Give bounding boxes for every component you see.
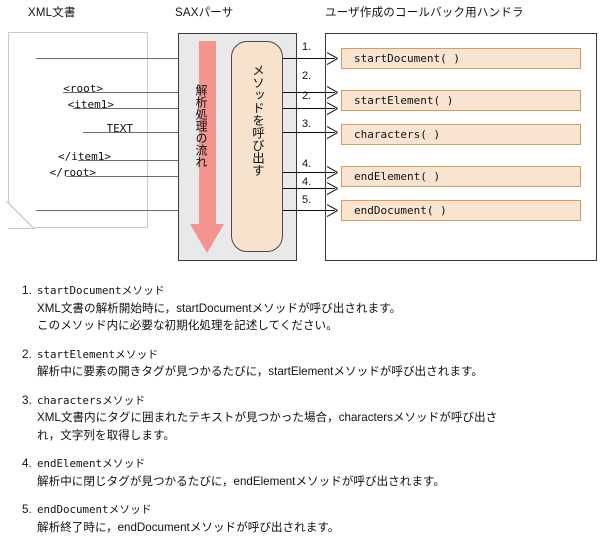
call-number-4b: 4.: [302, 176, 312, 188]
xml-document-fold-corner: [8, 202, 35, 229]
call-arrow-head-4a: [327, 166, 338, 178]
call-number-4a: 4.: [302, 158, 312, 170]
note-item-1: 1. startDocumentメソッド XML文書の解析開始時に，startD…: [22, 282, 597, 335]
call-arrow-line-5: [283, 210, 335, 212]
method-label-characters: characters( ): [354, 128, 441, 141]
call-arrow-line-2a: [283, 92, 335, 94]
call-arrow-line-4b: [283, 188, 335, 190]
call-number-3: 3.: [302, 118, 312, 130]
call-arrow-line-2b: [283, 108, 335, 110]
heading-callback-handler: ユーザ作成のコールバック用ハンドラ: [325, 7, 524, 19]
note-number-1: 1.: [22, 284, 32, 297]
xml-line-item1-close: </item1>: [58, 150, 111, 163]
call-arrow-head-5: [327, 204, 338, 216]
call-arrow-head-2b: [327, 102, 338, 114]
call-arrow-line-3: [283, 132, 335, 134]
note-body-5: 解析終了時に，endDocumentメソッドが呼び出されます。: [37, 520, 340, 534]
method-label-start-document: startDocument( ): [354, 52, 460, 65]
xml-document-paper: [8, 32, 148, 228]
method-box-start-document[interactable]: [341, 48, 581, 69]
xml-line-item1-open: <item1>: [67, 98, 114, 111]
note-body-4: 解析中に閉じタグが見つかるたびに，endElementメソッドが呼び出されます。: [37, 474, 445, 488]
note-title-2: startElementメソッド: [37, 347, 159, 361]
parsing-flow-arrow-icon: [190, 41, 224, 253]
note-item-3: 3. charactersメソッド XML文書内にタグに囲まれたテキストが見つか…: [22, 392, 597, 445]
call-arrow-line-4a: [283, 172, 335, 174]
method-box-end-element[interactable]: [341, 166, 581, 187]
rule-item1-open: [73, 108, 231, 109]
method-label-end-element: endElement( ): [354, 170, 441, 183]
callback-handler-panel: [325, 33, 597, 261]
call-arrow-head-3: [327, 126, 338, 138]
arrow-shaft: [199, 41, 216, 225]
method-box-end-document[interactable]: [341, 200, 581, 221]
note-title-3: charactersメソッド: [37, 393, 146, 407]
arrow-head: [190, 224, 224, 253]
note-title-5: endDocumentメソッド: [37, 503, 152, 516]
method-label-start-element: startElement( ): [354, 94, 454, 107]
call-number-5: 5.: [302, 194, 312, 206]
call-number-1: 1.: [302, 41, 312, 53]
call-arrow-head-2a: [327, 86, 338, 98]
note-number-2: 2.: [22, 347, 32, 361]
call-arrow-line-1: [283, 58, 335, 60]
call-number-2a: 2.: [302, 70, 312, 82]
note-body-2: 解析中に要素の開きタグが見つかるたびに，startElementメソッドが呼び出…: [37, 365, 483, 378]
method-box-start-element[interactable]: [341, 90, 581, 111]
note-number-4: 4.: [22, 457, 32, 470]
parsing-flow-arrow-label: 解析処理の流れ: [194, 84, 208, 168]
note-number-5: 5.: [22, 503, 32, 516]
method-description-list: 1. startDocumentメソッド XML文書の解析開始時に，startD…: [22, 282, 597, 547]
call-method-capsule-label: メソッドを呼び出す: [250, 64, 264, 177]
note-item-5: 5. endDocumentメソッド 解析終了時に，endDocumentメソッ…: [22, 501, 597, 536]
call-method-capsule: [231, 41, 283, 252]
note-title-1: startDocumentメソッド: [37, 284, 165, 297]
call-number-2b: 2.: [302, 90, 312, 102]
note-body-3: XML文書内にタグに囲まれたテキストが見つかった場合，charactersメソッ…: [37, 411, 498, 442]
note-body-1: XML文書の解析開始時に，startDocumentメソッドが呼び出されます。 …: [37, 301, 402, 333]
rule-item1-close: [78, 160, 231, 161]
note-number-3: 3.: [22, 393, 32, 407]
xml-line-root-close: </root>: [49, 166, 96, 179]
rule-root-open: [63, 92, 231, 93]
heading-sax-parser: SAXパーサ: [175, 7, 234, 19]
method-box-characters[interactable]: [341, 124, 581, 145]
method-label-end-document: endDocument( ): [354, 204, 447, 217]
sax-parsing-diagram: <root> <item1> TEXT </item1> </root> 解析処…: [0, 0, 607, 270]
rule-document-end: [36, 210, 231, 211]
call-arrow-head-1: [327, 52, 338, 64]
note-item-2: 2. startElementメソッド 解析中に要素の開きタグが見つかるたびに，…: [22, 346, 597, 381]
call-arrow-head-4b: [327, 182, 338, 194]
heading-xml-document: XML文書: [28, 7, 76, 19]
xml-line-text: TEXT: [106, 122, 134, 135]
xml-line-root: <root>: [63, 82, 103, 95]
note-title-4: endElementメソッド: [37, 457, 146, 470]
rule-document-start: [36, 58, 231, 59]
rule-text: [83, 132, 231, 133]
note-item-4: 4. endElementメソッド 解析中に閉じタグが見つかるたびに，endEl…: [22, 455, 597, 490]
rule-root-close: [66, 176, 231, 177]
